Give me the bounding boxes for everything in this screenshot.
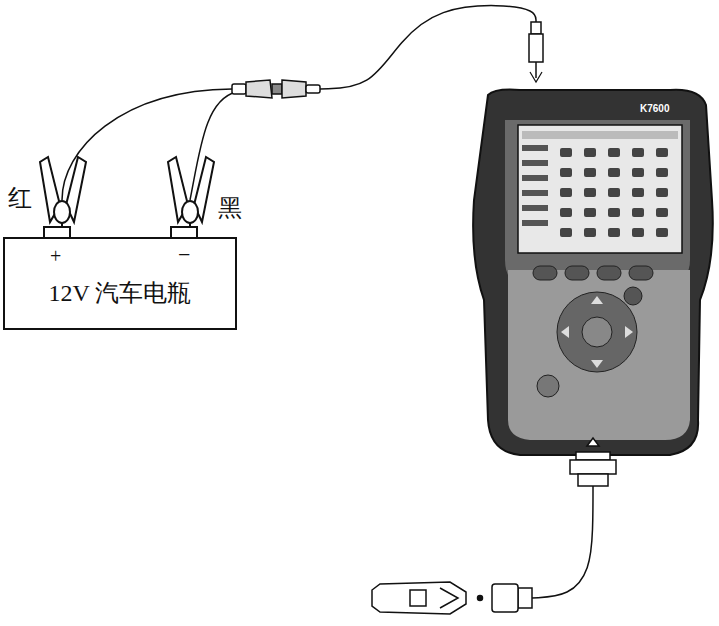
screen-icon — [656, 208, 668, 217]
device-model: K7600 — [640, 104, 669, 114]
terminal-sign: − — [178, 244, 190, 266]
screen-icon — [560, 168, 572, 177]
screen-icon — [608, 148, 620, 157]
screen-icon — [584, 168, 596, 177]
screen-icon — [656, 148, 668, 157]
screen-icon — [608, 208, 620, 217]
wire-color-label: 黑 — [218, 196, 242, 220]
screen-icon — [632, 148, 644, 157]
screen-icon — [584, 188, 596, 197]
cable — [320, 6, 536, 89]
screen-icon — [656, 228, 668, 237]
obd-connector — [372, 438, 616, 614]
screen-icon — [584, 148, 596, 157]
terminal-sign: + — [50, 246, 61, 266]
screen-icon — [608, 188, 620, 197]
screen-icon — [560, 228, 572, 237]
diagnostic-device — [473, 90, 713, 455]
screen-icon — [632, 188, 644, 197]
plug — [232, 80, 320, 98]
screen-icon — [608, 228, 620, 237]
screen-icon — [560, 148, 572, 157]
screen-icon — [656, 168, 668, 177]
screen-icon — [632, 208, 644, 217]
screen-icon — [608, 168, 620, 177]
screen-icon — [584, 208, 596, 217]
probe — [529, 22, 543, 82]
screen-icon — [584, 228, 596, 237]
screen-icon — [560, 188, 572, 197]
screen-icon — [656, 188, 668, 197]
wire-color-label: 红 — [8, 186, 32, 210]
battery-box: 12V 汽车电瓶 — [3, 237, 237, 330]
screen-icon — [632, 228, 644, 237]
wire — [190, 92, 236, 200]
wire — [62, 89, 232, 200]
screen-icon — [632, 168, 644, 177]
battery-label: 12V 汽车电瓶 — [49, 277, 192, 309]
screen-icon — [560, 208, 572, 217]
